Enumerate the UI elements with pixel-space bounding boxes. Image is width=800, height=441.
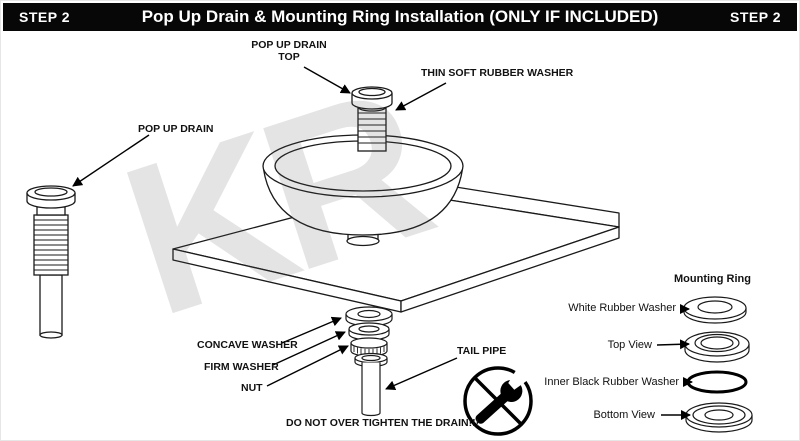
wrench-icon <box>475 367 529 424</box>
callout-arrows <box>72 66 693 420</box>
label-firm-washer: FIRM WASHER <box>204 361 279 373</box>
arrow-concave-washer <box>281 316 342 344</box>
step-label-right: STEP 2 <box>730 9 781 25</box>
label-white-rubber-washer: White Rubber Washer <box>568 302 676 314</box>
pop-up-drain-assembly-drawing <box>26 185 76 339</box>
bowl-foot <box>346 235 380 247</box>
installation-diagram: KR POP UP DRAIN TOP THIN SOFT RUBBER WAS… <box>1 31 799 440</box>
label-thin-soft-rubber-washer: THIN SOFT RUBBER WASHER <box>421 67 574 79</box>
arrow-top-view <box>656 339 690 350</box>
drain-tail-tube <box>39 274 63 336</box>
arrow-tail-pipe <box>385 357 458 390</box>
mounting-ring-views <box>683 296 753 433</box>
countertop-drawing <box>172 176 620 313</box>
arrow-nut <box>266 345 349 387</box>
label-nut: NUT <box>241 382 263 394</box>
top-view-drawing <box>684 331 750 363</box>
label-warning: DO NOT OVER TIGHTEN THE DRAIN!!! <box>286 417 480 429</box>
label-bottom-view: Bottom View <box>593 409 655 421</box>
bottom-view-drawing <box>685 402 753 433</box>
vessel-sink-drawing <box>262 134 464 247</box>
washer-stack-drawing <box>345 306 393 417</box>
label-tail-pipe: TAIL PIPE <box>457 345 507 357</box>
arrow-firm-washer <box>272 331 346 366</box>
header-bar: STEP 2 Pop Up Drain & Mounting Ring Inst… <box>3 3 797 31</box>
arrow-thin-soft-rubber-washer <box>395 82 447 111</box>
label-inner-black-rubber-washer: Inner Black Rubber Washer <box>544 376 679 388</box>
label-pop-up-drain-top: POP UP DRAIN TOP <box>251 39 327 63</box>
arrow-pop-up-drain-top <box>303 66 351 94</box>
no-wrench-symbol <box>463 366 533 436</box>
counter-right-edge <box>400 226 620 313</box>
diagram-art <box>26 66 753 436</box>
inner-black-rubber-washer-drawing <box>686 370 748 394</box>
label-concave-washer: CONCAVE WASHER <box>197 339 298 351</box>
step-label-left: STEP 2 <box>19 9 70 25</box>
page-title: Pop Up Drain & Mounting Ring Installatio… <box>141 7 659 26</box>
white-rubber-washer-drawing <box>683 296 747 324</box>
mounting-ring-title: Mounting Ring <box>674 273 751 285</box>
label-pop-up-drain: POP UP DRAIN <box>138 123 214 135</box>
arrow-pop-up-drain <box>72 134 150 187</box>
pop-up-drain-top-drawing <box>351 86 393 152</box>
prohibition-slash <box>473 376 523 426</box>
label-top-view: Top View <box>607 339 652 351</box>
